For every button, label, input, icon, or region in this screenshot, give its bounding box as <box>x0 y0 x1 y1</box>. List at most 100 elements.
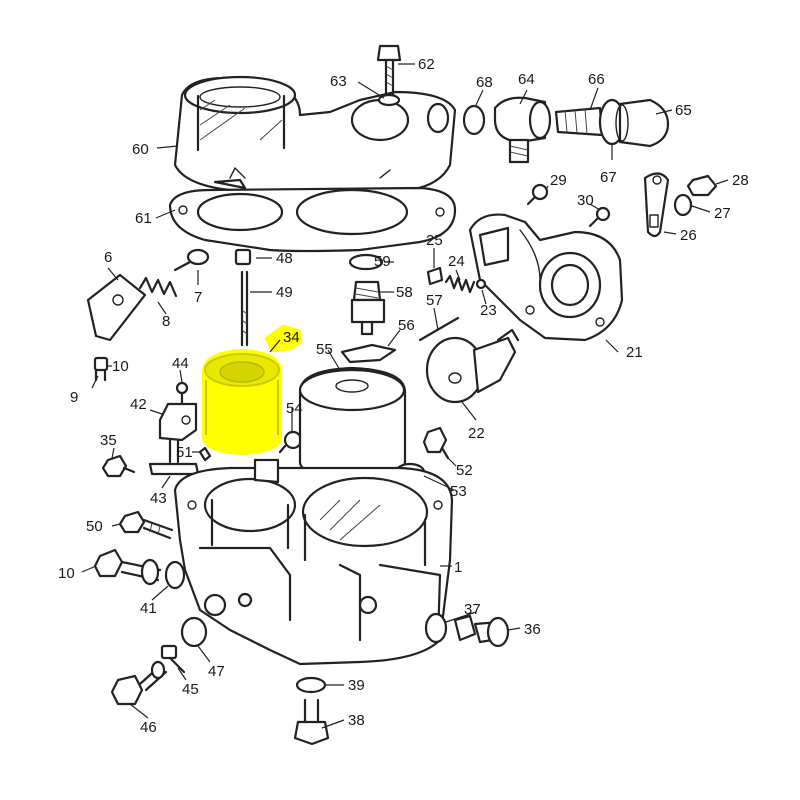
part-26-lever <box>643 172 670 238</box>
part-labels: 62 63 68 64 66 65 60 67 29 30 28 27 26 6… <box>58 56 749 736</box>
label-62: 62 <box>418 56 435 73</box>
part-22-throttle-disc <box>425 328 520 404</box>
part-36-bolt <box>453 614 510 648</box>
part-27-washer <box>673 193 693 217</box>
part-60-top-cover <box>173 75 457 192</box>
label-25: 25 <box>426 232 443 249</box>
part-68-washer <box>462 104 486 136</box>
label-59: 59 <box>374 253 391 270</box>
part-38-plug <box>293 698 330 746</box>
label-52: 52 <box>456 462 473 479</box>
label-8: 8 <box>162 313 170 330</box>
part-51-spring <box>198 446 212 462</box>
part-61-gasket <box>168 186 457 253</box>
label-50: 50 <box>86 518 103 535</box>
part-58-needle-valve <box>350 280 386 336</box>
part-50-screw <box>118 510 174 540</box>
part-35-screw <box>101 454 136 478</box>
label-57: 57 <box>426 292 443 309</box>
part-66-nut <box>554 106 604 137</box>
part-25-plug <box>426 266 444 286</box>
part-21-throttle-housing <box>468 213 624 342</box>
part-65-filter-cap <box>615 98 670 148</box>
label-9: 9 <box>70 389 78 406</box>
label-28: 28 <box>732 172 749 189</box>
label-54: 54 <box>286 400 303 417</box>
part-62-bolt <box>376 44 402 98</box>
label-10-lower: 10 <box>58 565 75 582</box>
part-6-bracket <box>86 273 147 342</box>
label-23: 23 <box>480 302 497 319</box>
label-46: 46 <box>140 719 157 736</box>
part-48-screw <box>234 248 252 266</box>
part-41-washer <box>164 560 186 590</box>
label-45: 45 <box>182 681 199 698</box>
part-43-gasket <box>148 462 200 476</box>
label-26: 26 <box>680 227 697 244</box>
part-49-rod <box>240 270 249 347</box>
part-8-spring <box>138 276 178 298</box>
label-66: 66 <box>588 71 605 88</box>
part-39-washer <box>295 676 327 694</box>
label-48: 48 <box>276 250 293 267</box>
label-6: 6 <box>104 249 112 266</box>
part-59-washer <box>348 253 384 271</box>
label-43: 43 <box>150 490 167 507</box>
part-24-spring <box>444 274 476 294</box>
part-64-banjo-union <box>493 96 552 164</box>
label-44: 44 <box>172 355 189 372</box>
part-55-float <box>298 366 407 480</box>
label-36: 36 <box>524 621 541 638</box>
label-27: 27 <box>714 205 731 222</box>
label-58: 58 <box>396 284 413 301</box>
label-41: 41 <box>140 600 157 617</box>
part-54-screw <box>278 430 303 454</box>
part-34-float-cup-highlighted <box>202 324 303 456</box>
label-38: 38 <box>348 712 365 729</box>
part-7-screw <box>173 248 210 272</box>
leader-lines <box>81 63 729 729</box>
label-21: 21 <box>626 344 643 361</box>
label-67: 67 <box>600 169 617 186</box>
part-42-bracket <box>158 402 198 464</box>
label-7: 7 <box>194 289 202 306</box>
label-24: 24 <box>448 253 465 270</box>
label-61: 61 <box>135 210 152 227</box>
part-10-bolt-lower <box>93 548 162 586</box>
part-56-clip <box>340 343 397 364</box>
label-37: 37 <box>464 601 481 618</box>
part-52-screw <box>422 426 450 460</box>
part-28-nut <box>686 174 718 197</box>
label-34: 34 <box>283 329 300 346</box>
label-29: 29 <box>550 172 567 189</box>
label-63: 63 <box>330 73 347 90</box>
label-64: 64 <box>518 71 535 88</box>
label-22: 22 <box>468 425 485 442</box>
part-23-ball <box>475 278 487 290</box>
part-1-main-body <box>173 458 454 666</box>
part-10-screw-upper <box>93 356 109 382</box>
part-30-screw <box>588 206 611 228</box>
label-65: 65 <box>675 102 692 119</box>
part-29-screw <box>526 183 549 206</box>
part-46-bolt <box>110 660 168 706</box>
label-56: 56 <box>398 317 415 334</box>
label-60: 60 <box>132 141 149 158</box>
label-49: 49 <box>276 284 293 301</box>
label-51: 51 <box>176 444 193 461</box>
part-37-washer <box>424 612 448 644</box>
part-45-screw <box>160 644 186 674</box>
part-47-washer <box>180 616 208 648</box>
label-53: 53 <box>450 483 467 500</box>
part-57-pin <box>418 316 460 342</box>
label-42: 42 <box>130 396 147 413</box>
label-35: 35 <box>100 432 117 449</box>
label-1: 1 <box>454 559 462 576</box>
label-10-upper: 10 <box>112 358 129 375</box>
label-30: 30 <box>577 192 594 209</box>
label-55: 55 <box>316 341 333 358</box>
label-68: 68 <box>476 74 493 91</box>
label-39: 39 <box>348 677 365 694</box>
